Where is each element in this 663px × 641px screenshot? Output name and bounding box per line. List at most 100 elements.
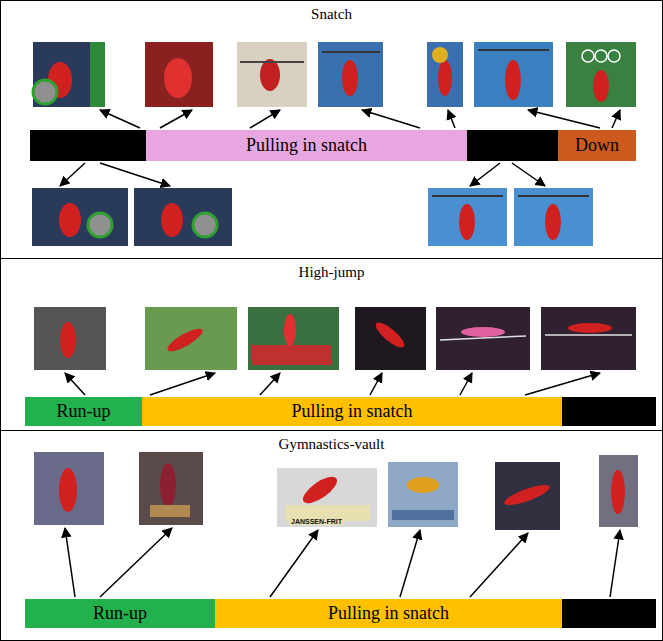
- athlete: [611, 470, 625, 514]
- barbell-plate: [432, 47, 448, 63]
- pointer-arrow: [100, 528, 172, 597]
- phase-segment: Pulling in snatch: [215, 599, 562, 628]
- phase-label: Pulling in snatch: [246, 135, 367, 156]
- pointer-arrow: [400, 530, 420, 597]
- phase-label: Pulling in snatch: [292, 401, 413, 422]
- athlete: [593, 70, 609, 102]
- pointer-arrow: [60, 163, 85, 186]
- athlete: [502, 481, 551, 509]
- photo: [495, 462, 560, 530]
- phase-segment: Down: [558, 130, 636, 161]
- athlete: [284, 314, 296, 346]
- photo: [248, 307, 339, 370]
- athlete: [299, 472, 341, 508]
- athlete: [372, 319, 407, 351]
- phase-segment: Pulling in snatch: [146, 130, 467, 161]
- landing-mat: [252, 345, 332, 365]
- pointer-arrow: [460, 373, 472, 395]
- black-segment: [30, 130, 146, 161]
- panel-title: High-jump: [1, 264, 662, 281]
- pointer-arrow: [160, 110, 192, 128]
- athlete: [260, 59, 280, 91]
- pointer-arrow: [470, 533, 528, 597]
- photo: [318, 42, 383, 107]
- photo: [355, 307, 426, 370]
- vault-table: [392, 510, 454, 520]
- athlete: [161, 203, 183, 237]
- photo: [139, 452, 203, 525]
- barbell: [322, 51, 380, 53]
- olympic-rings: [582, 50, 620, 62]
- photo: [237, 42, 307, 107]
- phase-label: Pulling in snatch: [328, 603, 449, 624]
- photo: [145, 307, 237, 370]
- photo-detail: [90, 42, 105, 107]
- photo: [427, 42, 463, 107]
- pointer-arrow: [65, 373, 85, 395]
- photo: [134, 188, 232, 246]
- pointer-arrow: [100, 163, 170, 186]
- athlete: [407, 477, 439, 493]
- vault-table: [150, 505, 190, 517]
- barbell: [240, 61, 304, 63]
- panel-title: Gymnastics-vault: [1, 436, 662, 453]
- pointer-arrow: [612, 110, 620, 128]
- athlete: [568, 323, 612, 333]
- athlete: [160, 463, 176, 507]
- phase-label: Run-up: [93, 603, 147, 624]
- athlete: [461, 327, 505, 337]
- photo: [514, 188, 593, 246]
- sport-panel: Gymnastics-vaultRun-up Pulling in snatch: [0, 430, 663, 641]
- pointer-arrow: [370, 373, 382, 395]
- pointer-arrow: [512, 163, 545, 186]
- sport-panel: High-jumpRun-up Pulling in snatch: [0, 258, 663, 431]
- athlete: [165, 325, 206, 355]
- panel-title: Snatch: [1, 6, 662, 23]
- phase-label: Run-up: [57, 401, 111, 422]
- photo: [566, 42, 636, 107]
- athlete: [438, 60, 452, 96]
- photo: [428, 188, 507, 246]
- bar: [545, 334, 632, 336]
- barbell-plate: [193, 213, 217, 237]
- athlete: [164, 58, 192, 98]
- phase-segment: Run-up: [25, 397, 142, 426]
- pointer-arrow: [610, 530, 620, 597]
- pointer-arrow: [250, 110, 280, 128]
- pointer-arrow: [470, 163, 500, 186]
- pointer-arrow: [448, 110, 455, 128]
- photos: [32, 42, 638, 530]
- black-segments: [30, 130, 656, 628]
- black-segment: [467, 130, 558, 161]
- photo: [541, 307, 636, 370]
- pointer-arrow: [525, 373, 600, 395]
- barbell: [518, 195, 589, 197]
- pointer-arrow: [528, 110, 600, 128]
- photo: [145, 42, 213, 107]
- photo: [277, 468, 377, 527]
- athlete: [545, 204, 561, 240]
- barbell: [432, 195, 503, 197]
- pointer-arrow: [100, 110, 140, 128]
- athlete: [59, 468, 77, 512]
- phase-segment: Pulling in snatch: [142, 397, 562, 426]
- pointer-arrow: [150, 373, 215, 395]
- athlete: [342, 60, 358, 96]
- photo: [34, 307, 106, 370]
- photo: [388, 462, 458, 527]
- photo: [436, 307, 530, 370]
- pointer-arrow: [260, 373, 280, 395]
- phase-label: Down: [575, 135, 619, 156]
- barbell: [478, 49, 549, 51]
- athlete: [60, 322, 76, 358]
- athlete: [59, 203, 81, 237]
- black-segment: [562, 599, 656, 628]
- sport-panel: SnatchPulling in snatch Down: [0, 0, 663, 259]
- photo: [599, 455, 638, 527]
- pointer-arrows: [60, 110, 620, 597]
- pointer-arrow: [362, 110, 420, 128]
- barbell-plate: [88, 213, 112, 237]
- photo: [34, 452, 104, 525]
- pointer-arrow: [65, 528, 75, 597]
